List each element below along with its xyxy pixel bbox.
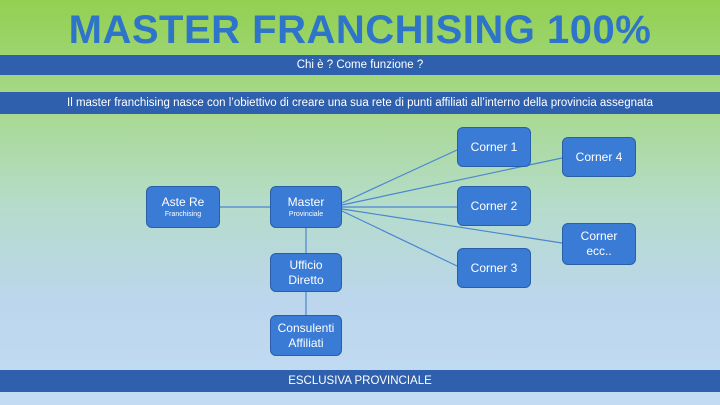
ufficio-line1: Ufficio — [289, 257, 323, 272]
corner1-box: Corner 1 — [457, 127, 531, 167]
page-title: MASTER FRANCHISING 100% — [68, 8, 652, 52]
aste-re-label: Aste Re — [161, 194, 205, 209]
corner2-label: Corner 2 — [470, 198, 518, 213]
consulenti-box: Consulenti Affiliati — [270, 315, 342, 356]
link-master-corner1 — [341, 149, 458, 204]
corner4-box: Corner 4 — [562, 137, 636, 177]
aste-re-sublabel: Franchising — [164, 210, 202, 218]
consulenti-line2: Affiliati — [288, 335, 324, 350]
master-box: Master Provinciale — [270, 186, 342, 228]
link-master-corner3 — [341, 210, 458, 267]
corner-ecc-box: Corner ecc.. — [562, 223, 636, 265]
corner1-label: Corner 1 — [470, 139, 518, 154]
link-master-cornerecc — [341, 208, 563, 244]
corner-ecc-line2: ecc.. — [586, 244, 612, 258]
ufficio-line2: Diretto — [288, 272, 324, 287]
footer-band: ESCLUSIVA PROVINCIALE — [0, 370, 720, 392]
corner3-label: Corner 3 — [470, 260, 518, 275]
corner-ecc-line1: Corner — [580, 229, 618, 243]
subtitle-band: Chi è ? Come funzione ? — [0, 55, 720, 75]
description-band: Il master franchising nasce con l’obiett… — [0, 92, 720, 114]
corner4-label: Corner 4 — [575, 149, 623, 164]
aste-re-box: Aste Re Franchising — [146, 186, 220, 228]
ufficio-box: Ufficio Diretto — [270, 253, 342, 292]
corner3-box: Corner 3 — [457, 248, 531, 288]
master-sublabel: Provinciale — [288, 210, 324, 218]
master-label: Master — [287, 194, 325, 209]
corner2-box: Corner 2 — [457, 186, 531, 226]
consulenti-line1: Consulenti — [277, 320, 335, 335]
